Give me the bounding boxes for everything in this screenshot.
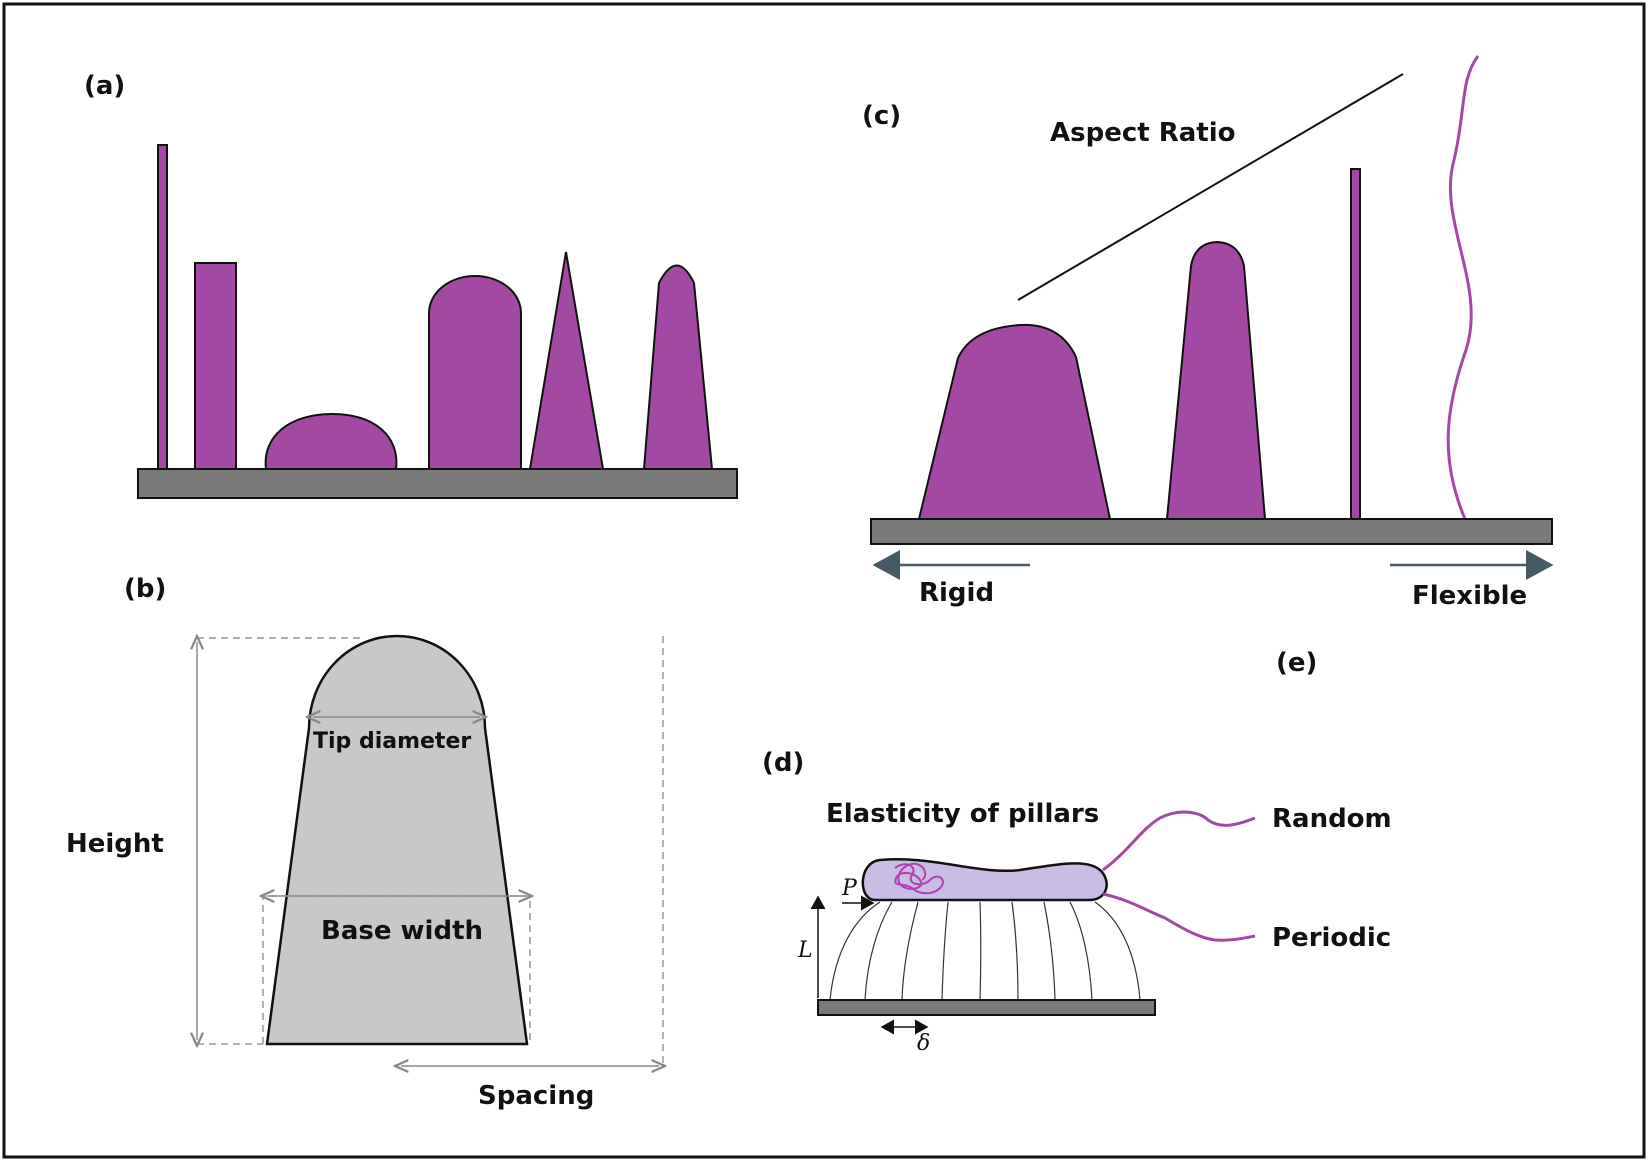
- round-tip-pillar: [428, 275, 522, 470]
- periodic-connector: [1102, 892, 1256, 942]
- l-label: L: [797, 938, 813, 963]
- pillar-curve: [1011, 901, 1019, 1001]
- high-aspect-pillar: [1350, 168, 1361, 520]
- pillar-curve: [941, 901, 949, 1001]
- p-label: P: [841, 876, 858, 901]
- thin-pillar: [157, 144, 168, 470]
- panel-d-diagram: [810, 810, 1256, 1035]
- substrate-a: [137, 468, 738, 499]
- panel-a-pillars: [137, 144, 738, 499]
- substrate-d: [817, 999, 1156, 1016]
- pillar-curve: [1094, 901, 1141, 1001]
- aspect-ratio-line: [1017, 73, 1404, 301]
- random-label: Random: [1272, 804, 1392, 834]
- substrate-c: [870, 518, 1553, 545]
- base-width-label: Base width: [321, 916, 483, 946]
- flexible-label: Flexible: [1412, 581, 1527, 611]
- tapered-pillar: [642, 264, 714, 470]
- panel-b-label: (b): [124, 574, 166, 604]
- pillar-curve: [1069, 901, 1093, 1001]
- hemispherical-pillar: [264, 412, 398, 470]
- dimensioned-pillar: [265, 634, 529, 1046]
- delta-label: δ: [917, 1031, 930, 1056]
- tangled-cell: [894, 862, 944, 895]
- pillar-curve: [979, 901, 982, 1001]
- rigid-label: Rigid: [919, 578, 994, 608]
- tip-diameter-label: Tip diameter: [313, 729, 471, 754]
- elasticity-label: Elasticity of pillars: [826, 799, 1099, 829]
- height-label: Height: [66, 829, 164, 859]
- random-connector: [1102, 810, 1256, 872]
- periodic-label: Periodic: [1272, 923, 1391, 953]
- medium-aspect-pillar: [1165, 240, 1267, 520]
- panel-c-label: (c): [862, 101, 901, 131]
- spacing-label: Spacing: [478, 1081, 594, 1111]
- panel-d-label: (d): [762, 748, 804, 778]
- panel-c-pillars: [870, 55, 1553, 545]
- cone-pillar: [528, 251, 605, 470]
- rectangular-pillar: [194, 262, 237, 470]
- pillar-curve: [1043, 901, 1056, 1001]
- aspect-ratio-label: Aspect Ratio: [1050, 118, 1236, 148]
- pillar-curve: [864, 901, 893, 1001]
- pillar-curve: [901, 901, 919, 1001]
- panel-a-label: (a): [84, 71, 125, 101]
- low-aspect-pillar: [917, 323, 1112, 520]
- flexible-fiber: [1446, 55, 1480, 520]
- panel-b-pillar-diagram: [197, 636, 663, 1066]
- panel-e-label: (e): [1276, 648, 1317, 678]
